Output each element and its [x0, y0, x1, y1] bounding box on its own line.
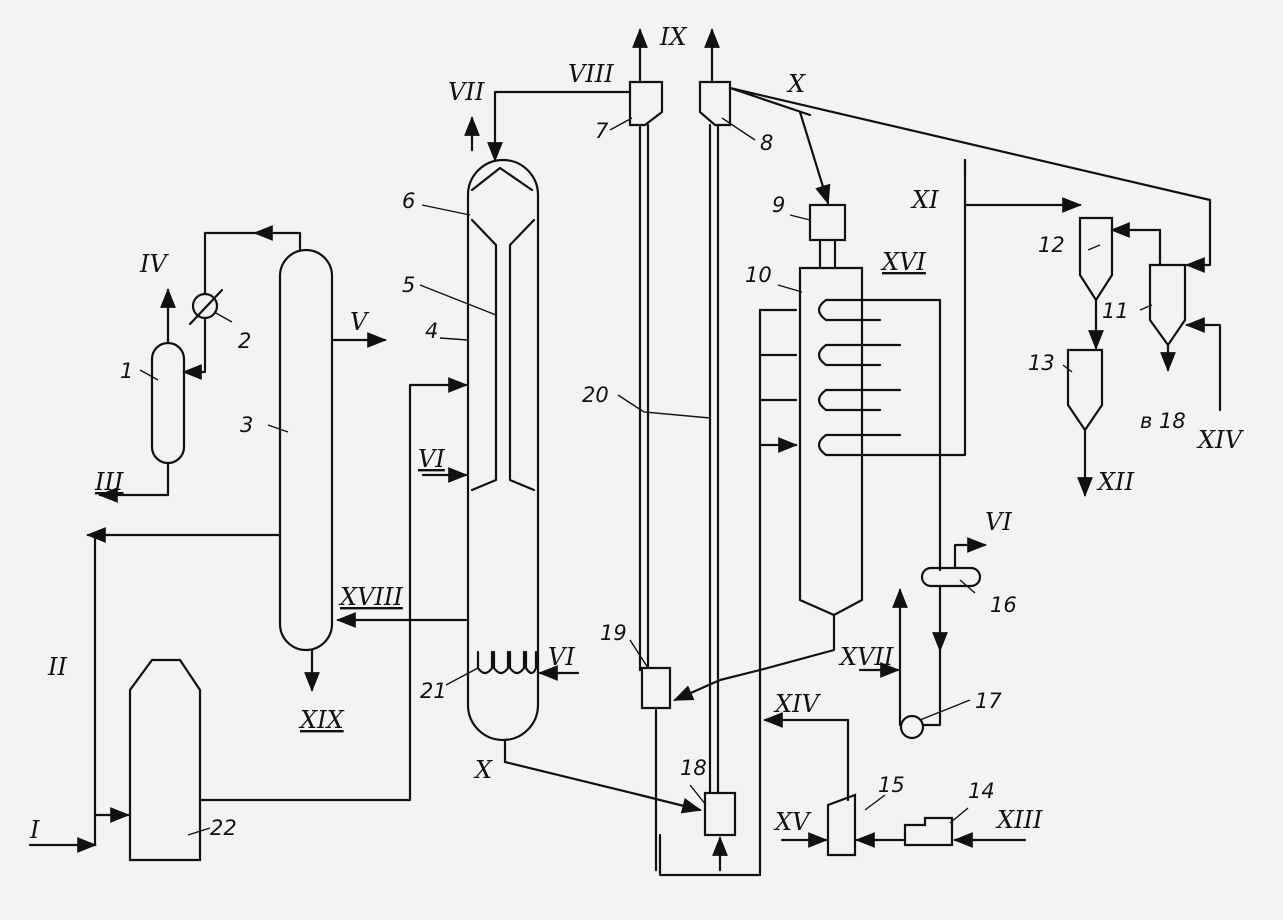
label-5: 5: [402, 273, 415, 297]
stream-X-a: X: [473, 756, 493, 784]
unit-19: [640, 666, 672, 710]
label-17: 17: [975, 689, 1002, 713]
unit-9: [808, 203, 847, 242]
vessel-10: [798, 266, 864, 617]
label-18: 18: [680, 756, 707, 780]
stream-IX: IX: [659, 23, 687, 51]
pump-17: [899, 714, 925, 740]
label-10: 10: [745, 263, 772, 287]
label-14: 14: [968, 779, 995, 803]
stream-XV: XV: [773, 808, 812, 836]
label-13: 13: [1028, 351, 1055, 375]
reactor-5: [470, 166, 534, 192]
label-1: 1: [120, 359, 133, 383]
label-4: 4: [425, 319, 438, 343]
stream-VI-c: VI: [985, 508, 1012, 536]
label-21: 21: [420, 679, 447, 703]
label-22: 22: [210, 816, 237, 840]
label-9: 9: [772, 193, 785, 217]
stream-XIX: XIX: [298, 706, 345, 734]
vessel-13: [1066, 348, 1104, 432]
label-6: 6: [402, 189, 415, 213]
stream-XI: XI: [910, 186, 939, 214]
label-16: 16: [990, 593, 1017, 617]
label-19: 19: [600, 621, 627, 645]
label-15: 15: [878, 773, 905, 797]
stream-X-b: X: [786, 70, 806, 98]
stream-I: I: [29, 816, 40, 844]
stream-XVIII: XVIII: [338, 583, 403, 611]
stream-VI-b: VI: [548, 643, 575, 671]
label-8: 8: [760, 131, 773, 155]
stream-VII: VII: [448, 78, 485, 106]
stream-IV: IV: [139, 250, 169, 278]
cyclone-8: [698, 80, 732, 127]
stream-XII: XII: [1096, 468, 1135, 496]
stream-VIII: VIII: [568, 60, 614, 88]
compressor-15: [826, 793, 857, 857]
label-12: 12: [1038, 233, 1065, 257]
stream-XIV-a: XIV: [1196, 426, 1245, 454]
stream-XIV-b: XIV: [773, 690, 822, 718]
cyclone-7: [628, 80, 664, 127]
annotation-to-18: в 18: [1140, 409, 1186, 433]
riser-20: [638, 123, 720, 797]
stream-V: V: [350, 308, 370, 336]
separator-1: [150, 341, 186, 465]
column-3: [278, 248, 334, 652]
furnace-22: [128, 658, 202, 862]
unit-18: [703, 791, 737, 837]
stream-XVII: XVII: [838, 643, 894, 671]
stream-III: III: [94, 468, 124, 496]
stripper-21: [476, 650, 538, 675]
unit-14: [903, 816, 954, 847]
label-2: 2: [238, 329, 251, 353]
stream-VI-a: VI: [418, 445, 445, 473]
stream-II: II: [47, 653, 67, 681]
coils-16: [817, 298, 882, 457]
label-20: 20: [582, 383, 609, 407]
vessel-11: [1148, 263, 1187, 347]
label-11: 11: [1102, 299, 1129, 323]
label-3: 3: [240, 413, 253, 437]
stream-XVI: XVI: [880, 248, 926, 276]
label-7: 7: [595, 119, 609, 143]
vessel-12: [1078, 216, 1114, 303]
drum-16: [920, 566, 982, 588]
stream-XIII: XIII: [995, 806, 1043, 834]
vessel-4: [466, 158, 540, 742]
